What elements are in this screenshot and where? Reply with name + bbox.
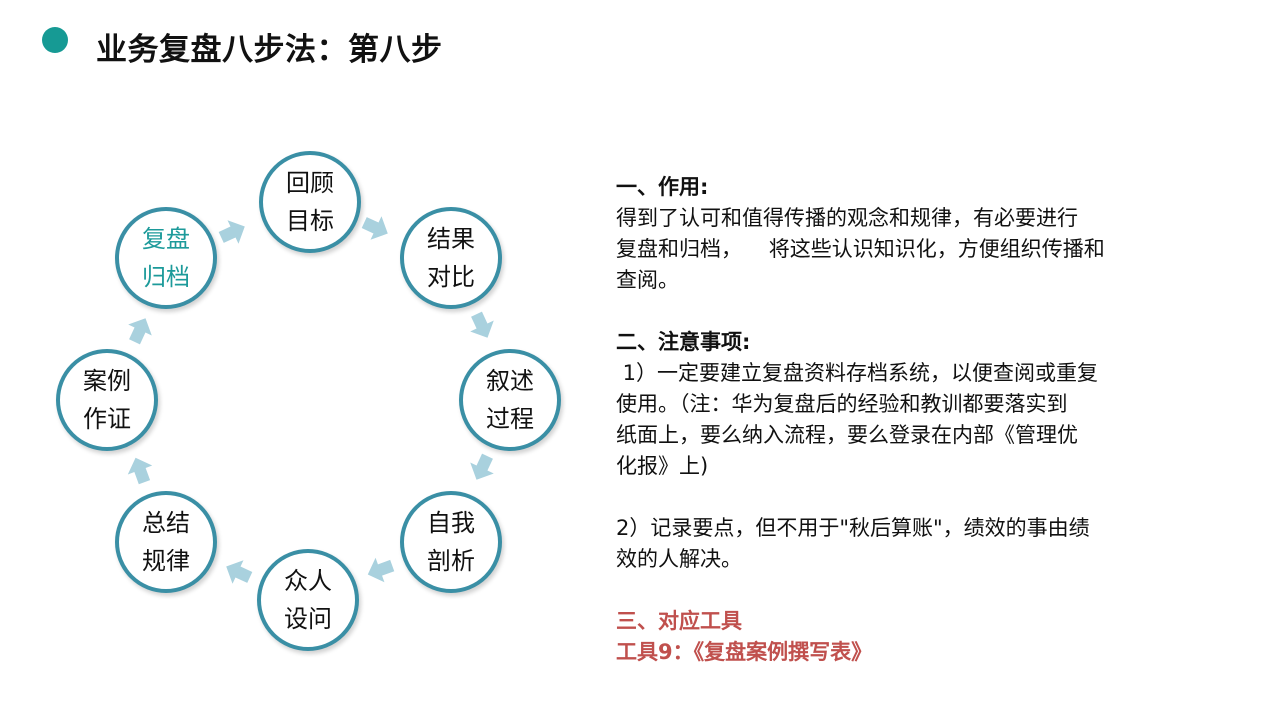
arrow-right-icon (361, 216, 388, 240)
notes-text-line: 2）记录要点，但不用于"秋后算账"，绩效的事由绩 (616, 516, 1090, 540)
notes-text-line: 纸面上，要么纳入流程，要么登录在内部《管理优 (616, 423, 1078, 447)
step-label-line1: 案例 (83, 367, 131, 395)
spacer (616, 296, 1176, 327)
step-label-line2: 设问 (284, 605, 332, 633)
step-label-line2: 对比 (427, 263, 475, 291)
step-label-line2: 规律 (142, 547, 190, 575)
section-heading-tools: 三、对应工具 (616, 609, 742, 633)
arrow-up-icon (128, 318, 152, 345)
step-label-line1: 叙述 (486, 367, 534, 395)
step-description: 一、作用: 得到了认可和值得传播的观念和规律，有必要进行 复盘和归档， 将这些认… (616, 172, 1176, 668)
purpose-text-line: 得到了认可和值得传播的观念和规律，有必要进行 (616, 206, 1078, 230)
step-node-summarize-rules: 总结 规律 (115, 491, 217, 593)
arrow-down-icon (470, 311, 494, 338)
step-label-line2: 归档 (142, 263, 190, 291)
purpose-text-line: 查阅。 (616, 268, 679, 292)
step-node-describe-process: 叙述 过程 (459, 349, 561, 451)
tool-reference: 工具9：《复盘案例撰写表》 (616, 640, 873, 664)
arrow-up-icon (127, 457, 153, 485)
purpose-text-line: 复盘和归档， 将这些认识知识化，方便组织传播和 (616, 237, 1105, 261)
step-node-review-goal: 回顾 目标 (259, 151, 361, 253)
step-node-group-questions: 众人 设问 (257, 549, 359, 651)
notes-text-line: 化报》上) (616, 454, 709, 478)
title-bullet-dot (42, 27, 68, 53)
step-node-case-evidence: 案例 作证 (56, 349, 158, 451)
step-label-line1: 结果 (427, 225, 475, 253)
section-heading-notes: 二、注意事项: (616, 330, 751, 354)
step-node-compare-results: 结果 对比 (400, 207, 502, 309)
notes-text-line: 使用。（注：华为复盘后的经验和教训都要落实到 (616, 392, 1068, 416)
notes-text-line: 1）一定要建立复盘资料存档系统，以便查阅或重复 (616, 361, 1099, 385)
step-label-line1: 总结 (142, 509, 190, 537)
arrow-left-icon (226, 560, 253, 584)
arrow-left-icon (367, 557, 395, 583)
step-label-line1: 回顾 (286, 169, 334, 197)
step-label-line1: 众人 (284, 567, 332, 595)
step-label-line1: 自我 (427, 509, 475, 537)
step-label-line1: 复盘 (142, 225, 190, 253)
page-title: 业务复盘八步法：第八步 (96, 32, 443, 68)
arrow-right-icon (218, 220, 245, 244)
step-node-archive: 复盘 归档 (115, 207, 217, 309)
step-label-line2: 作证 (83, 405, 131, 433)
spacer (616, 482, 1176, 513)
notes-text-line: 效的人解决。 (616, 547, 742, 571)
step-label-line2: 过程 (486, 405, 534, 433)
arrow-down-icon (470, 453, 494, 480)
step-label-line2: 目标 (286, 207, 334, 235)
review-cycle-diagram: 回顾 目标 结果 对比 叙述 过程 自我 剖析 众人 设问 总结 规律 案例 作… (0, 0, 600, 719)
step-label-line2: 剖析 (427, 547, 475, 575)
section-heading-purpose: 一、作用: (616, 175, 709, 199)
spacer (616, 575, 1176, 606)
step-node-self-analysis: 自我 剖析 (400, 491, 502, 593)
